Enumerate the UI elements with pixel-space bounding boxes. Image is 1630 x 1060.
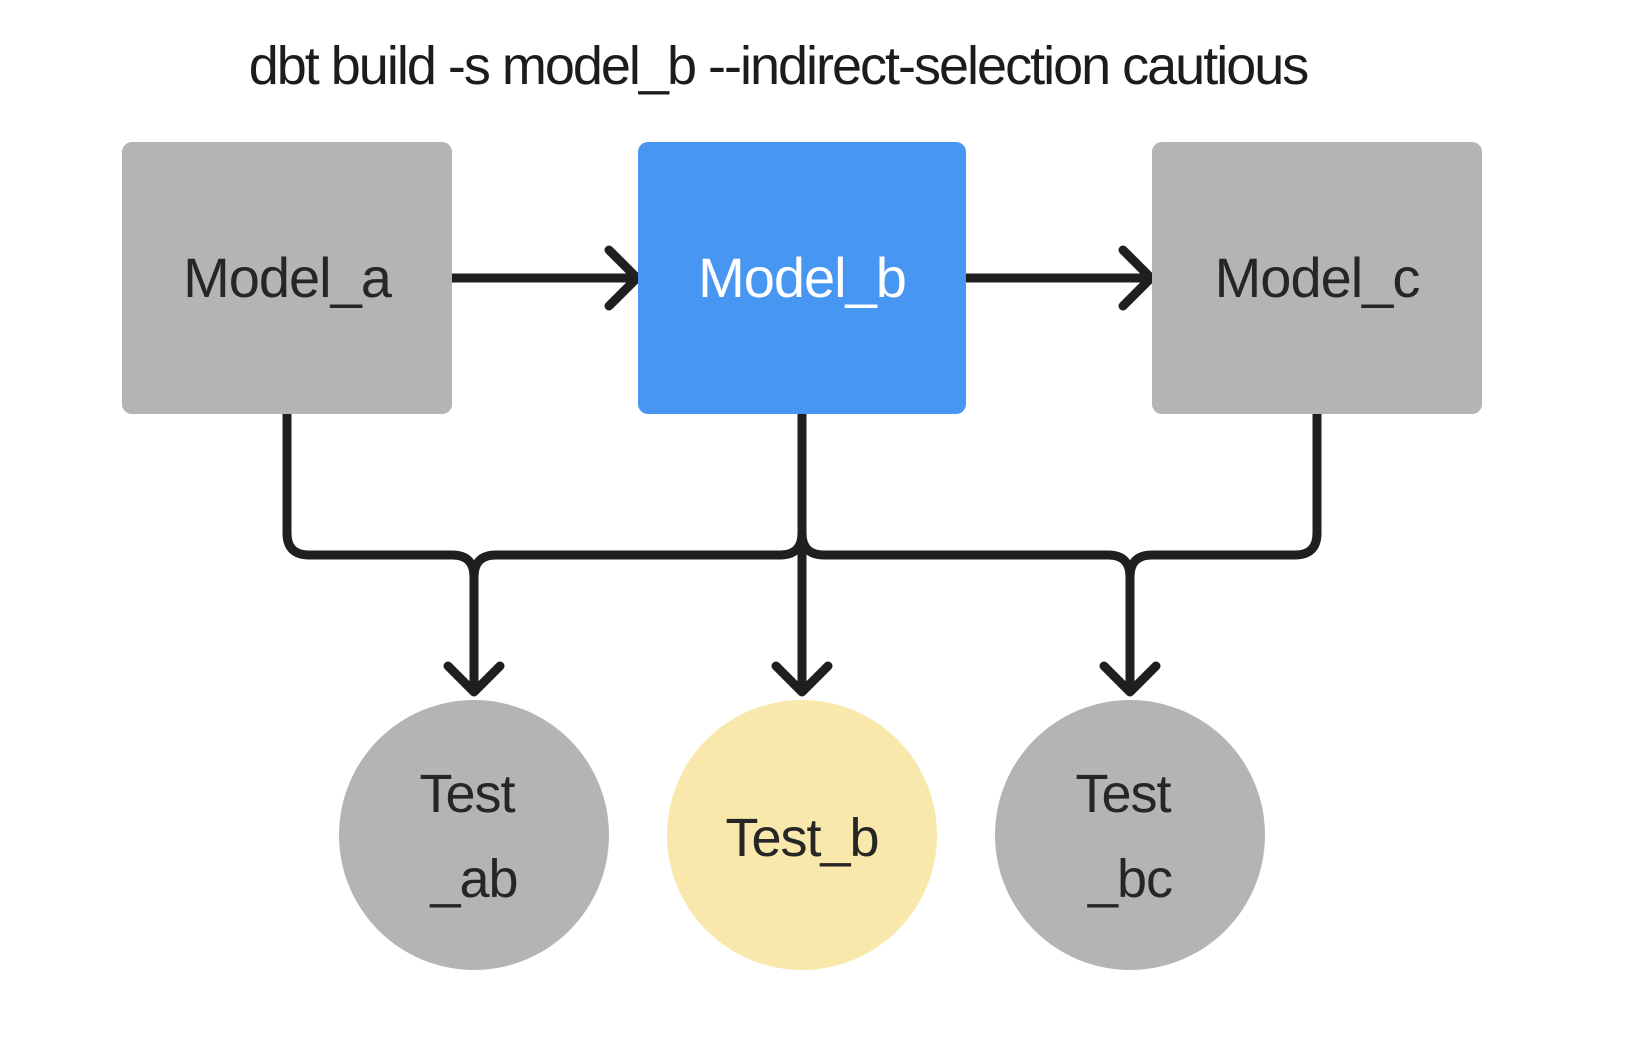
arrowhead-down-icon-test-bc: [1099, 661, 1161, 697]
arrowhead-down-icon-test-b: [771, 661, 833, 697]
model-node-model-c: [1152, 142, 1482, 414]
model-c-label: Model_c: [1215, 246, 1420, 309]
edge-lines: [282, 245, 1322, 697]
arrowhead-right-icon-model-b: [604, 245, 642, 311]
edge-model-c-to-test-bc: [1125, 409, 1322, 691]
test-bc-label: Test _bc: [1075, 764, 1184, 909]
edge-model-b-to-test-ab: [469, 409, 807, 691]
test-node-test-bc: [995, 700, 1265, 970]
test-node-test-ab: [339, 700, 609, 970]
edge-model-a-to-test-ab: [282, 409, 479, 691]
arrowhead-right-icon-model-c: [1118, 245, 1156, 311]
test-ab-label: Test _ab: [419, 764, 528, 909]
diagram-title: dbt build -s model_b --indirect-selectio…: [249, 36, 1309, 96]
arrowhead-down-icon-test-ab: [443, 661, 505, 697]
test-b-label: Test_b: [725, 808, 878, 868]
model-a-label: Model_a: [183, 246, 393, 309]
model-node-model-b: [638, 142, 966, 414]
test-node-test-b: [667, 700, 937, 970]
model-b-label: Model_b: [698, 246, 906, 309]
edge-model-b-to-test-bc: [797, 409, 1135, 691]
model-node-model-a: [122, 142, 452, 414]
